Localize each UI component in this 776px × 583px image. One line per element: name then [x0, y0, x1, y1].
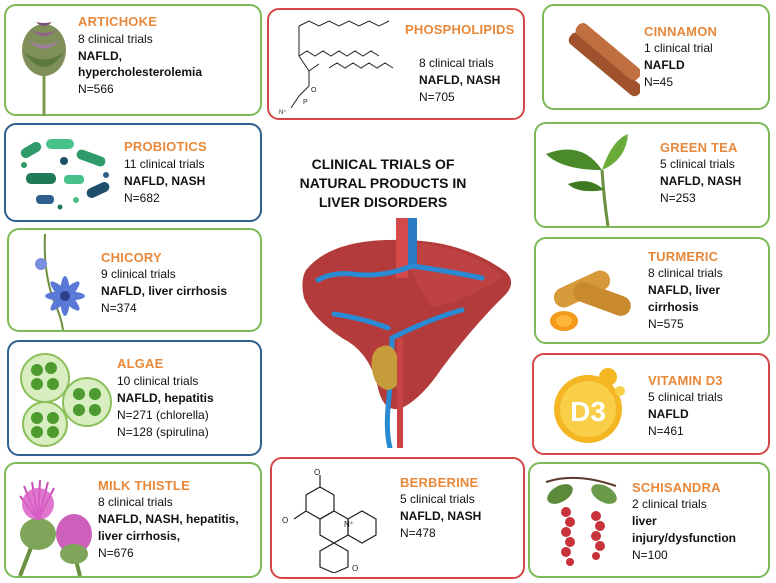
chicory-flower-icon — [35, 234, 85, 330]
disease-label: NAFLD — [644, 58, 685, 72]
trial-count: 8 clinical trials — [648, 266, 723, 280]
title-line-1: CLINICAL TRIALS OF — [311, 156, 455, 172]
card-title: GREEN TEA — [660, 140, 738, 155]
milk-thistle-card: MILK THISTLE 8 clinical trials NAFLD, NA… — [4, 462, 262, 578]
artichoke-card: ARTICHOKE 8 clinical trials NAFLD, hyper… — [4, 4, 262, 116]
disease-label: cirrhosis — [648, 300, 699, 314]
participant-count: N=676 — [98, 546, 134, 560]
schisandra-card: SCHISANDRA 2 clinical trials liver injur… — [528, 462, 770, 578]
svg-text:O: O — [311, 87, 317, 94]
trial-count: 11 clinical trials — [124, 157, 205, 171]
participant-count: N=682 — [124, 191, 160, 205]
berberine-card: O O N⁺ O BERBERINE 5 clinical trials NAF… — [270, 457, 525, 579]
disease-label: NAFLD, NASH, hepatitis, — [98, 512, 239, 526]
card-title: PHOSPHOLIPIDS — [405, 22, 515, 37]
card-title: VITAMIN D3 — [648, 373, 723, 388]
svg-text:N⁺: N⁺ — [279, 109, 287, 116]
disease-label: NAFLD, — [78, 49, 122, 63]
title-line-2: NATURAL PRODUCTS IN — [299, 175, 467, 191]
participant-count: N=100 — [632, 548, 668, 562]
disease-label: NAFLD, NASH — [660, 174, 742, 188]
trial-count: 10 clinical trials — [117, 374, 199, 388]
disease-label: NAFLD, liver — [648, 283, 721, 297]
phospholipid-structure-icon: O P N⁺ — [279, 20, 394, 116]
participant-count: N=271 (chlorella) — [117, 408, 209, 422]
participant-count: N=128 (spirulina) — [117, 425, 209, 439]
svg-text:O: O — [314, 468, 320, 477]
berry-cluster-icon — [545, 476, 617, 566]
trial-count: 9 clinical trials — [101, 267, 176, 281]
green-tea-card: GREEN TEA 5 clinical trials NAFLD, NASH … — [534, 122, 770, 228]
vitamin-capsule-icon: D3 — [554, 368, 625, 443]
card-title: MILK THISTLE — [98, 478, 190, 493]
card-title: PROBIOTICS — [124, 139, 207, 154]
berberine-structure-icon: O O N⁺ O — [282, 468, 377, 573]
participant-count: N=575 — [648, 317, 684, 331]
svg-text:O: O — [352, 564, 358, 573]
tea-leaves-icon — [546, 134, 628, 226]
algae-cells-icon — [20, 353, 112, 447]
cinnamon-sticks-icon — [568, 23, 640, 97]
vitamin-d3-card: D3 VITAMIN D3 5 clinical trials NAFLD N=… — [532, 353, 770, 455]
trial-count: 8 clinical trials — [78, 32, 153, 46]
trial-count: 1 clinical trial — [644, 41, 713, 55]
title-line-3: LIVER DISORDERS — [318, 194, 448, 210]
trial-count: 8 clinical trials — [98, 495, 173, 509]
chicory-card: CHICORY 9 clinical trials NAFLD, liver c… — [7, 228, 262, 332]
participant-count: N=478 — [400, 526, 436, 540]
trial-count: 2 clinical trials — [632, 497, 707, 511]
disease-label: injury/dysfunction — [632, 531, 737, 545]
card-title: TURMERIC — [648, 249, 719, 264]
card-title: ARTICHOKE — [78, 14, 158, 29]
thistle-icon — [18, 479, 92, 576]
turmeric-card: TURMERIC 8 clinical trials NAFLD, liver … — [534, 237, 770, 344]
algae-card: ALGAE 10 clinical trials NAFLD, hepatiti… — [7, 340, 262, 456]
card-title: CHICORY — [101, 250, 162, 265]
participant-count: N=253 — [660, 191, 696, 205]
disease-label: NAFLD, hepatitis — [117, 391, 214, 405]
trial-count: 5 clinical trials — [660, 157, 735, 171]
participant-count: N=45 — [644, 75, 674, 89]
capsule-label: D3 — [570, 396, 606, 427]
liver-illustration — [302, 218, 512, 448]
trial-count: 8 clinical trials — [419, 56, 494, 70]
disease-label: NAFLD, NASH — [124, 174, 206, 188]
participant-count: N=705 — [419, 90, 455, 104]
disease-label: NAFLD, NASH — [400, 509, 482, 523]
center-title: CLINICAL TRIALS OF NATURAL PRODUCTS IN L… — [283, 155, 483, 212]
turmeric-root-icon — [550, 270, 631, 331]
participant-count: N=374 — [101, 301, 137, 315]
svg-text:P: P — [303, 99, 308, 106]
trial-count: 5 clinical trials — [400, 492, 475, 506]
card-title: ALGAE — [117, 356, 164, 371]
svg-text:N⁺: N⁺ — [344, 520, 354, 529]
trial-count: 5 clinical trials — [648, 390, 723, 404]
disease-label: liver cirrhosis, — [98, 529, 181, 543]
card-title: SCHISANDRA — [632, 480, 721, 495]
bacteria-icon — [20, 139, 110, 210]
phospholipids-card: O P N⁺ PHOSPHOLIPIDS 8 clinical trials N… — [267, 8, 525, 120]
participant-count: N=461 — [648, 424, 684, 438]
participant-count: N=566 — [78, 82, 114, 96]
disease-label: NAFLD, liver cirrhosis — [101, 284, 228, 298]
disease-label: liver — [632, 514, 657, 528]
disease-label: NAFLD — [648, 407, 689, 421]
card-title: BERBERINE — [400, 475, 479, 490]
disease-label: NAFLD, NASH — [419, 73, 501, 87]
card-title: CINNAMON — [644, 24, 718, 39]
cinnamon-card: CINNAMON 1 clinical trial NAFLD N=45 — [542, 4, 770, 110]
probiotics-card: PROBIOTICS 11 clinical trials NAFLD, NAS… — [4, 123, 262, 222]
artichoke-icon — [22, 22, 66, 116]
svg-text:O: O — [282, 516, 288, 525]
disease-label: hypercholesterolemia — [78, 65, 203, 79]
